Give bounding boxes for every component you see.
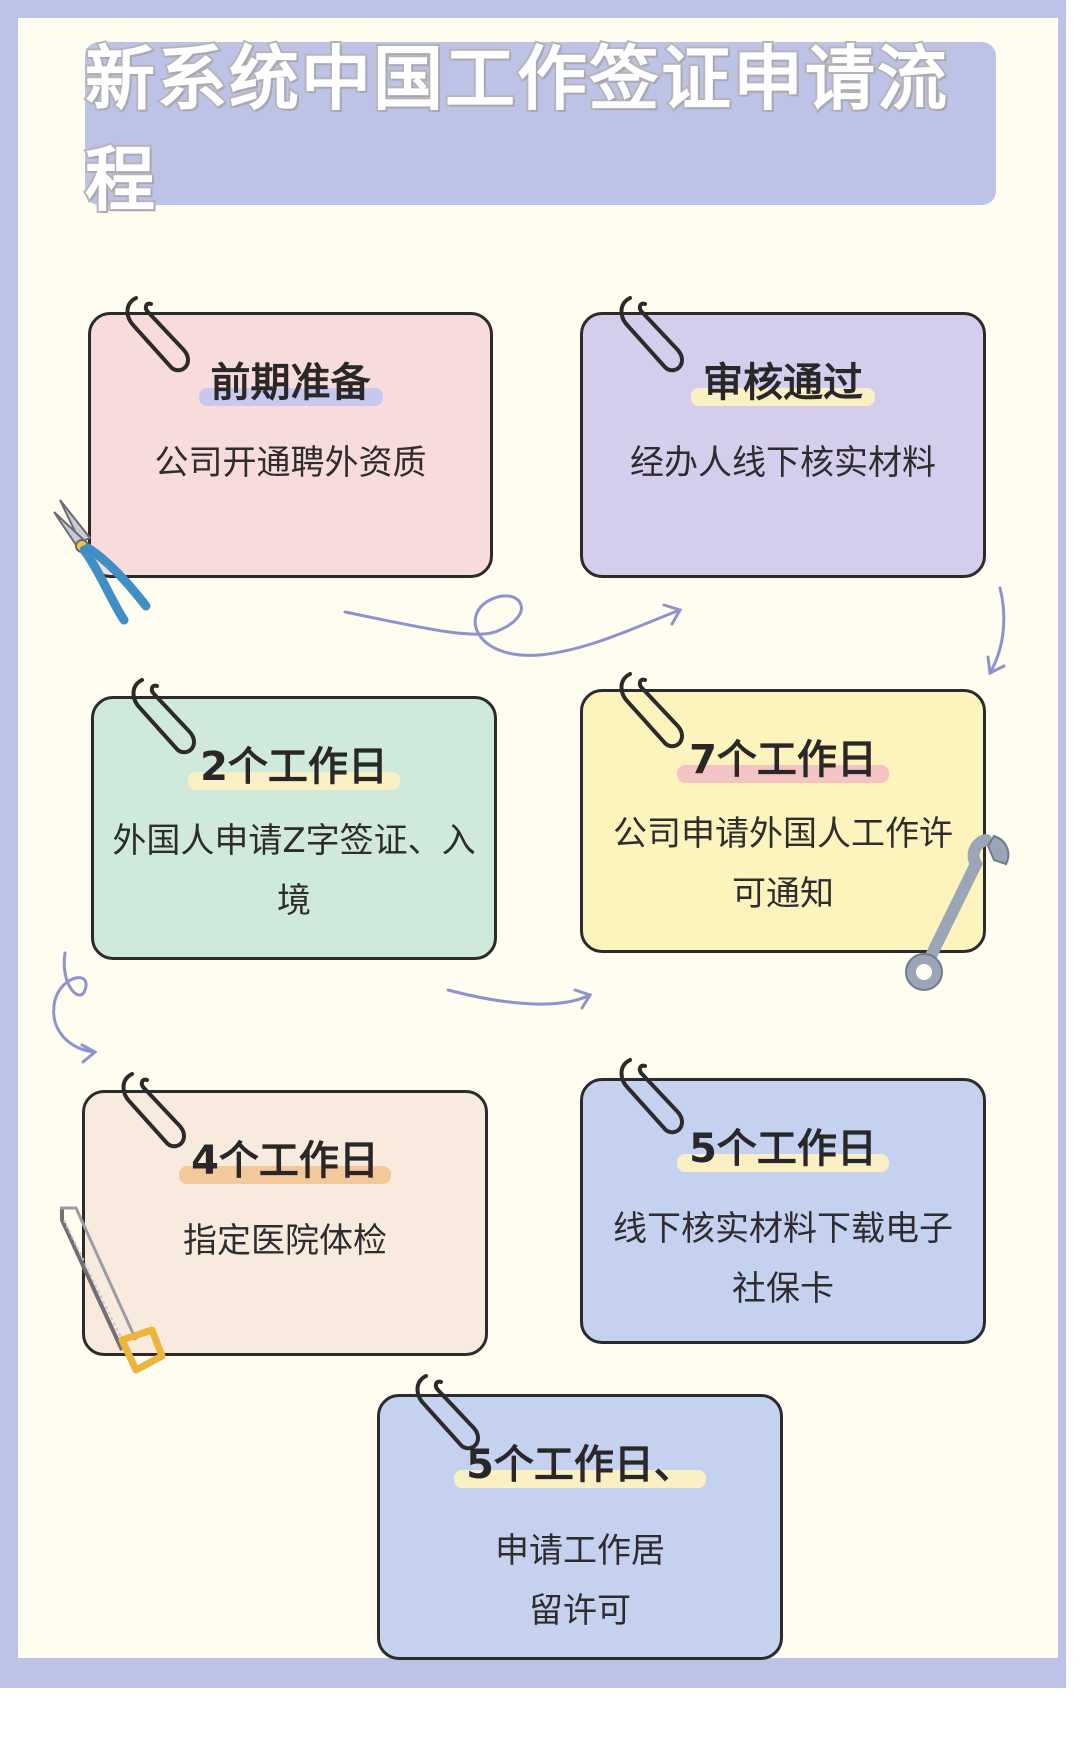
step-body: 指定医院体检 [183,1221,387,1261]
paperclip-icon [619,672,685,749]
arrow-3-to-5-head [80,1043,98,1064]
arrow-3-to-5 [52,951,97,1054]
paperclip-icon [415,1374,481,1451]
step-card-social-security: 5个工作日 线下核实材料下载电子 社保卡 [580,1078,986,1344]
step-card-prep: 前期准备 公司开通聘外资质 [88,312,493,578]
arrow-3-to-6 [446,988,592,1006]
step-card-medical: 4个工作日 指定医院体检 [82,1090,488,1356]
step-heading: 5个工作日、 [454,1432,706,1490]
step-body-line1: 申请工作居 [495,1531,665,1571]
pliers-icon [53,499,151,625]
step-body-line2: 可通知 [732,874,834,914]
step-heading: 2个工作日 [188,734,400,792]
step-heading: 4个工作日 [179,1128,391,1186]
step-body: 经办人线下核实材料 [630,443,936,483]
step-heading: 前期准备 [198,350,383,408]
step-card-residence-permit: 5个工作日、 申请工作居 留许可 [377,1394,783,1660]
step-card-review: 审核通过 经办人线下核实材料 [580,312,986,578]
step-card-z-visa: 2个工作日 外国人申请Z字签证、入 境 [91,696,497,960]
paperclip-icon [131,678,197,755]
step-body: 公司开通聘外资质 [154,443,427,483]
arrow-1-to-2-head [662,603,683,626]
step-card-work-permit: 7个工作日 公司申请外国人工作许 可通知 [580,689,986,953]
page-title: 新系统中国工作签证申请流程 [83,36,949,223]
step-body-line1: 外国人申请Z字签证、入 [112,821,476,861]
step-body-line2: 留许可 [529,1591,631,1631]
paperclip-icon [619,296,685,373]
paperclip-icon [121,1072,187,1149]
step-body-line2: 社保卡 [732,1269,834,1309]
step-body-line1: 公司申请外国人工作许 [613,814,953,854]
arrow-3-to-6-head [573,988,593,1010]
arrow-1-to-2 [343,594,682,657]
paperclip-icon [619,1058,685,1135]
title-banner: 新系统中国工作签证申请流程 [83,36,996,223]
step-body-line1: 线下核实材料下载电子 [613,1209,953,1249]
step-heading: 5个工作日 [677,1116,889,1174]
wrench-icon [905,834,1010,991]
step-heading: 审核通过 [691,350,875,408]
step-body-line2: 境 [277,881,311,921]
arrow-2-to-4 [988,586,1006,675]
arrow-2-to-4-head [986,655,1006,676]
paperclip-icon [125,296,191,373]
hacksaw-icon [60,1206,166,1374]
step-heading: 7个工作日 [677,727,889,785]
